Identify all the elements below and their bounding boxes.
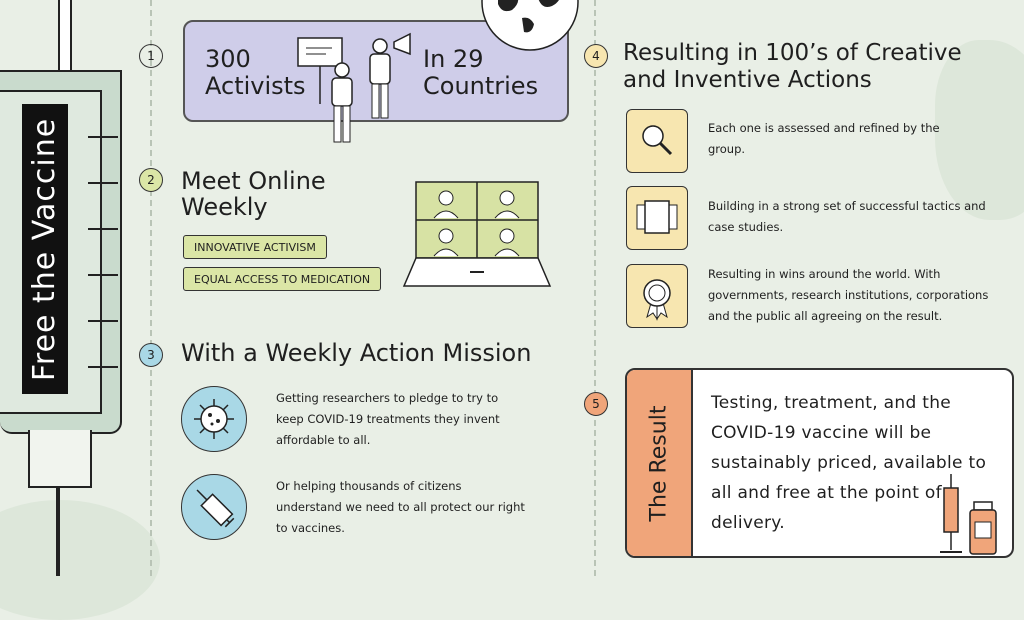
step4-item-3: Resulting in wins around the world. With…: [708, 267, 989, 323]
syringe-tick: [88, 182, 118, 184]
step-number-1: 1: [139, 44, 163, 68]
award-ribbon-icon: [643, 279, 671, 321]
page-title: Free the Vaccine: [22, 104, 68, 394]
syringe-tick: [88, 366, 118, 368]
result-label-band: The Result: [627, 370, 693, 556]
step3-item-1: Getting researchers to pledge to try to …: [276, 391, 500, 447]
step-number-5: 5: [584, 392, 608, 416]
syringe-tick: [88, 274, 118, 276]
result-text: Testing, treatment, and the COVID-19 vac…: [711, 393, 987, 533]
syringe-tick: [88, 320, 118, 322]
background-virus-blob: [935, 40, 1024, 220]
tag-innovative-activism: INNOVATIVE ACTIVISM: [183, 235, 327, 259]
syringe-tick: [88, 228, 118, 230]
step1-countries-text: In 29 Countries: [423, 45, 539, 100]
step1-activists-text: 300 Activists: [205, 45, 306, 100]
step4-heading: Resulting in 100’s of Creative and Inven…: [623, 40, 962, 93]
step-number-3: 3: [139, 343, 163, 367]
magnifier-icon-box: [626, 109, 688, 173]
result-label: The Result: [646, 405, 672, 521]
virus-icon-circle: [181, 386, 247, 452]
magnifier-icon: [642, 125, 673, 156]
divider-right: [594, 0, 596, 576]
step2-heading: Meet Online Weekly: [181, 167, 326, 221]
syringe-plunger: [28, 430, 92, 488]
syringe-icon-circle: [181, 474, 247, 540]
syringe-icon: [196, 489, 235, 528]
award-icon-box: [626, 264, 688, 328]
protester-icon: [297, 32, 411, 143]
step4-item-1: Each one is assessed and refined by the …: [708, 121, 940, 156]
step3-item-2: Or helping thousands of citizens underst…: [276, 479, 525, 535]
step-number-2: 2: [139, 168, 163, 192]
page-title-text: Free the Vaccine: [27, 117, 63, 381]
documents-icon: [636, 200, 678, 234]
syringe-needle: [58, 0, 72, 70]
step4-item-2: Building in a strong set of successful t…: [708, 199, 986, 234]
background-blob: [0, 500, 160, 620]
documents-icon-box: [626, 186, 688, 250]
syringe-tick: [88, 136, 118, 138]
step3-heading: With a Weekly Action Mission: [181, 339, 532, 367]
syringe-rod: [56, 486, 60, 576]
virus-icon: [194, 399, 234, 439]
vaccine-vial-icon: [969, 501, 997, 555]
globe-icon: [481, 0, 579, 51]
tag-equal-access: EQUAL ACCESS TO MEDICATION: [183, 267, 382, 291]
divider-left: [150, 0, 152, 576]
step-number-4: 4: [584, 44, 608, 68]
syringe-icon: [940, 474, 962, 553]
video-call-laptop-icon: [402, 181, 552, 287]
